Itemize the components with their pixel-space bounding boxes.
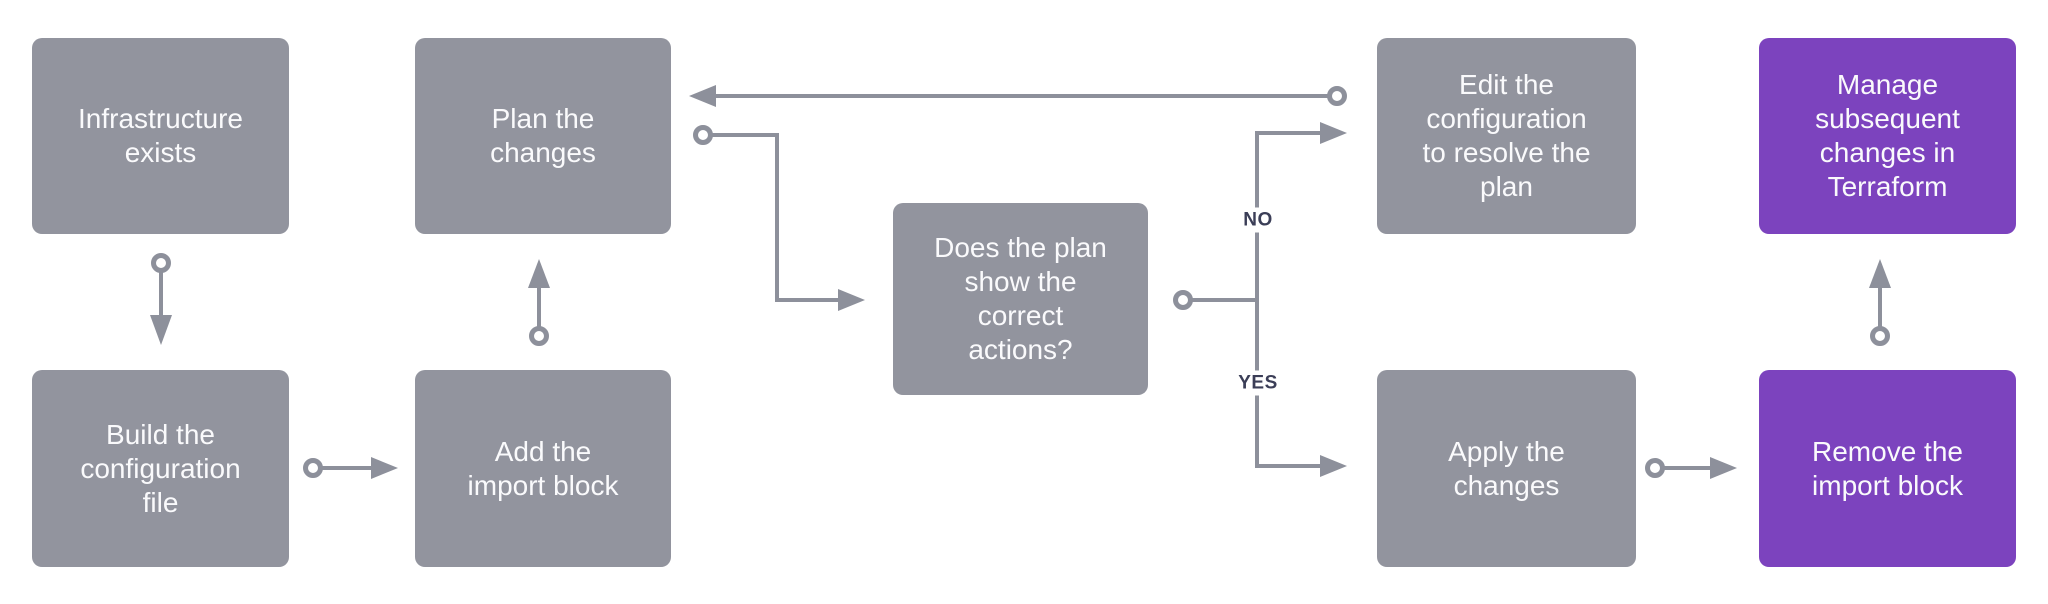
node-plan-the-changes: Plan the changes: [415, 38, 671, 234]
node-does-plan-show-correct-actions: Does the plan show the correct actions?: [893, 203, 1148, 395]
arrow-infrastructure-to-build: [150, 253, 172, 345]
arrow-remove-to-manage: [1869, 259, 1891, 346]
node-remove-import-block: Remove the import block: [1759, 370, 2016, 567]
node-apply-the-changes: Apply the changes: [1377, 370, 1636, 567]
arrow-plan-to-decision: [693, 125, 865, 311]
arrow-build-to-add-import: [303, 457, 398, 479]
node-edit-configuration-resolve-plan: Edit the configuration to resolve the pl…: [1377, 38, 1636, 234]
node-manage-subsequent-changes: Manage subsequent changes in Terraform: [1759, 38, 2016, 234]
arrow-add-import-to-plan: [528, 259, 550, 346]
node-add-import-block: Add the import block: [415, 370, 671, 567]
arrow-decision-split: [1173, 122, 1347, 477]
node-infrastructure-exists: Infrastructure exists: [32, 38, 289, 234]
arrow-apply-to-remove: [1645, 457, 1737, 479]
node-build-configuration-file: Build the configuration file: [32, 370, 289, 567]
edge-label-no: NO: [1238, 207, 1278, 233]
arrow-edit-to-plan: [689, 85, 1347, 107]
edge-label-yes: YES: [1233, 370, 1283, 396]
